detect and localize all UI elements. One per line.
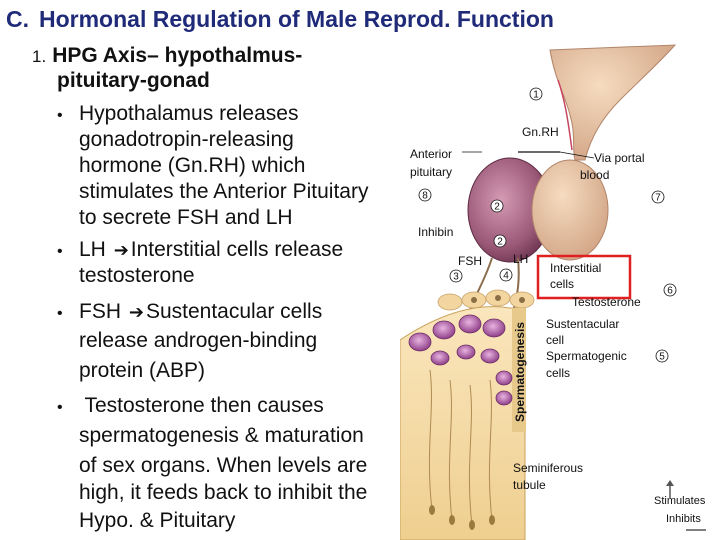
legend-inhibits: Inhibits [666, 513, 701, 525]
slide-title: C. Hormonal Regulation of Male Reprod. Fu… [6, 6, 554, 33]
bullet4-line2: spermatogenesis & maturation [79, 424, 364, 447]
svg-text:6: 6 [667, 286, 673, 297]
legend-stimulates: Stimulates [654, 495, 706, 507]
point1-line1: 1. HPG Axis– hypothalmus- [32, 44, 302, 68]
bullet3-pre: FSH [79, 300, 127, 323]
title-letter: C. [6, 6, 29, 32]
spermatogenic-label-1: Spermatogenic [546, 349, 627, 363]
spermatogenic-label-2: cells [546, 366, 570, 380]
hpg-axis-diagram: 1 Gn.RH Anterior pituitary Via portal bl… [400, 44, 706, 540]
bullet2-line1: • LH ➔Interstitial cells release [57, 238, 343, 262]
spermatogenesis-band [512, 308, 526, 432]
right-arrow-icon: ➔ [113, 240, 129, 260]
anterior-label-1: Anterior [410, 147, 452, 161]
bullet-dot: • [57, 305, 63, 322]
gnrh-label: Gn.RH [522, 125, 559, 139]
point1-number: 1. [32, 47, 47, 66]
hypothalamus-stalk [549, 44, 677, 161]
bullet2-post: Interstitial cells release [130, 238, 344, 261]
anterior-label-2: pituitary [410, 165, 452, 179]
bullet2-line2: testosterone [79, 264, 195, 287]
fsh-label: FSH [458, 254, 482, 268]
interstitial-cell-cluster [437, 289, 535, 311]
posterior-pituitary [531, 159, 609, 261]
interstitial-highlight-box [536, 254, 632, 300]
portal-label-1: Via portal [594, 151, 644, 165]
step-7: 7 [651, 190, 665, 204]
portal-label-2: blood [580, 168, 609, 182]
testosterone-label: Testosterone [572, 295, 641, 309]
svg-text:3: 3 [453, 272, 459, 283]
svg-text:2: 2 [494, 202, 500, 213]
bullet3-post: Sustentacular cells [145, 300, 323, 323]
bullet-dot: • [57, 243, 63, 260]
bullet1-line4: stimulates the Anterior Pituitary [79, 180, 369, 203]
portal-vessel [557, 79, 573, 151]
svg-text:1: 1 [533, 90, 539, 101]
svg-text:7: 7 [655, 193, 661, 204]
seminiferous-label-1: Seminiferous [513, 461, 583, 475]
bullet3-line2: release androgen-binding [79, 329, 318, 352]
bullet4-text1: Testosterone then causes [79, 394, 324, 417]
point1-text1: HPG Axis– hypothalmus- [52, 44, 303, 67]
bullet2-pre: LH [79, 238, 112, 261]
portal-leader [559, 151, 595, 159]
spermatogenesis-label: Spermatogenesis [513, 322, 527, 422]
seminiferous-label-2: tubule [513, 478, 546, 492]
svg-text:8: 8 [422, 191, 428, 202]
bullet-dot: • [57, 107, 63, 124]
step-2a: 2 [490, 199, 504, 213]
lh-label: LH [513, 252, 528, 266]
sustentacular-label-1: Sustentacular [546, 317, 619, 331]
bullet4-line1: • Testosterone then causes [57, 394, 324, 418]
step-8: 8 [418, 188, 432, 202]
interstitial-label-2: cells [550, 277, 574, 291]
step-5: 5 [655, 349, 669, 363]
title-text: Hormonal Regulation of Male Reprod. Func… [39, 6, 554, 32]
bullet1-line2: gonadotropin-releasing [79, 128, 294, 151]
right-arrow-icon: ➔ [128, 302, 144, 322]
bullet1-text1: Hypothalamus releases [79, 102, 299, 125]
inhibin-label: Inhibin [418, 225, 453, 239]
svg-text:5: 5 [659, 352, 665, 363]
sperm-tails [428, 369, 493, 526]
bullet4-line4: high, it feeds back to inhibit the [79, 481, 368, 504]
step-4: 4 [499, 268, 513, 282]
bullet-dot: • [57, 399, 63, 416]
step-1: 1 [529, 87, 543, 101]
step-3: 3 [449, 269, 463, 283]
spermatogenic-cells [408, 314, 513, 406]
legend: Stimulates Inhibits [654, 480, 706, 531]
bullet1-line3: hormone (Gn.RH) which [79, 154, 306, 177]
sustentacular-label-2: cell [546, 333, 564, 347]
bullet3-line1: • FSH ➔Sustentacular cells [57, 300, 322, 324]
sperm-heads [429, 505, 495, 530]
point1-line2: pituitary-gonad [57, 69, 210, 92]
step-2b: 2 [493, 234, 507, 248]
step-6: 6 [663, 283, 677, 297]
svg-text:4: 4 [503, 271, 509, 282]
bullet4-line5: Hypo. & Pituitary [79, 509, 236, 532]
interstitial-label-1: Interstitial [550, 261, 601, 275]
bullet1-line1: • Hypothalamus releases [57, 102, 298, 126]
bullet3-line3: protein (ABP) [79, 359, 206, 382]
bullet4-line3: of sex organs. When levels are [79, 454, 368, 477]
bullet1-line5: to secrete FSH and LH [79, 206, 293, 229]
svg-text:2: 2 [497, 237, 503, 248]
